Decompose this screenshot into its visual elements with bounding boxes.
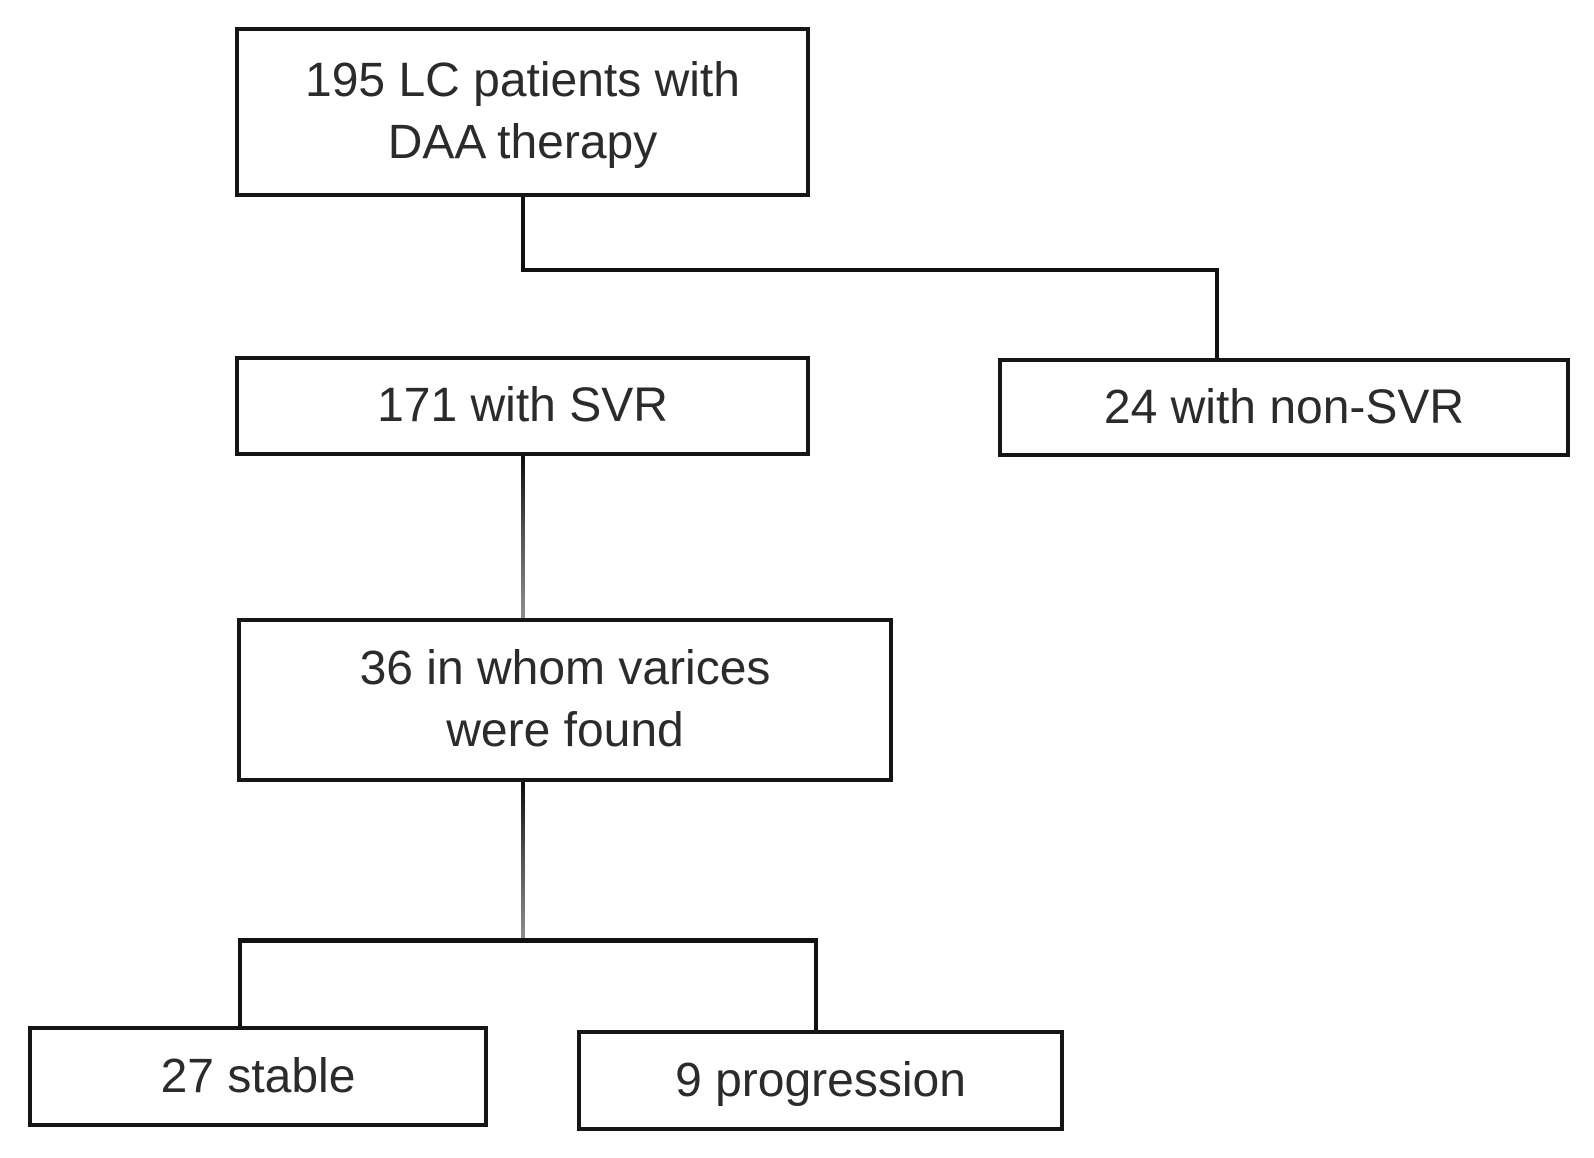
node-stable: 27 stable (28, 1026, 488, 1127)
node-varices-found-line2: were found (446, 704, 684, 757)
connector-varices-stem (521, 782, 525, 940)
node-svr-label: 171 with SVR (377, 379, 668, 432)
connector-split-horizontal (238, 938, 818, 943)
node-progression-label: 9 progression (675, 1053, 966, 1107)
node-lc-patients-line2: DAA therapy (387, 116, 658, 169)
node-varices-found: 36 in whom varices were found (237, 618, 893, 782)
node-varices-found-line1: 36 in whom varices (359, 642, 771, 695)
connector-svr-to-varices (521, 456, 525, 618)
node-lc-patients-line1: 195 LC patients with (305, 54, 740, 107)
node-lc-patients: 195 LC patients with DAA therapy (235, 27, 810, 197)
node-stable-label: 27 stable (160, 1049, 356, 1103)
connector-nonsvr-drop (1215, 268, 1219, 358)
node-non-svr: 24 with non-SVR (998, 358, 1570, 457)
node-non-svr-label: 24 with non-SVR (1103, 380, 1465, 434)
node-svr: 171 with SVR (235, 356, 810, 456)
connector-progression-drop (814, 938, 818, 1030)
connector-branch-horizontal (521, 268, 1219, 272)
node-progression: 9 progression (577, 1030, 1064, 1131)
connector-patients-stem (521, 197, 525, 272)
connector-stable-drop (238, 938, 242, 1026)
